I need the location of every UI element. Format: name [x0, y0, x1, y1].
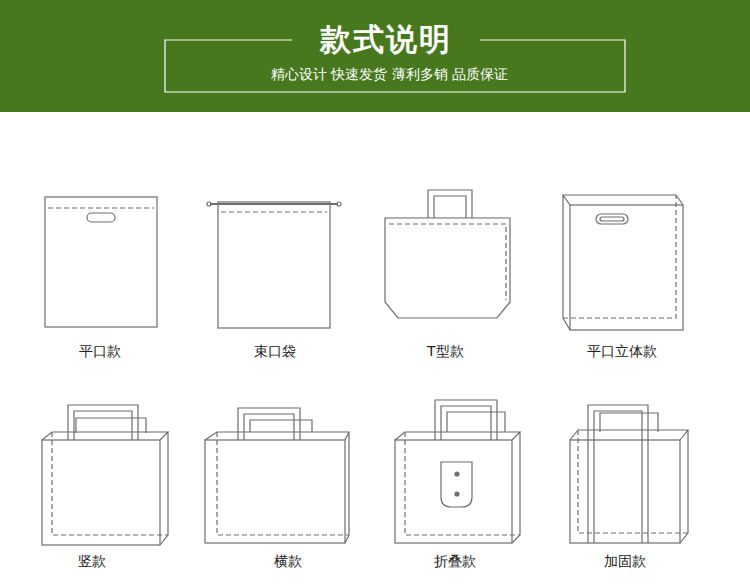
- style-label: 平口款: [79, 343, 121, 361]
- style-label: 平口立体款: [587, 343, 657, 361]
- style-label: 加固款: [604, 553, 646, 571]
- style-label: 横款: [274, 553, 302, 571]
- style-label: T型款: [427, 343, 464, 361]
- style-label: 竖款: [78, 553, 106, 571]
- page-title: 款式说明: [320, 19, 452, 61]
- style-label: 束口袋: [254, 343, 296, 361]
- style-label: 折叠款: [434, 553, 476, 571]
- subtitle: 精心设计 快速发货 薄利多销 品质保证: [271, 66, 508, 84]
